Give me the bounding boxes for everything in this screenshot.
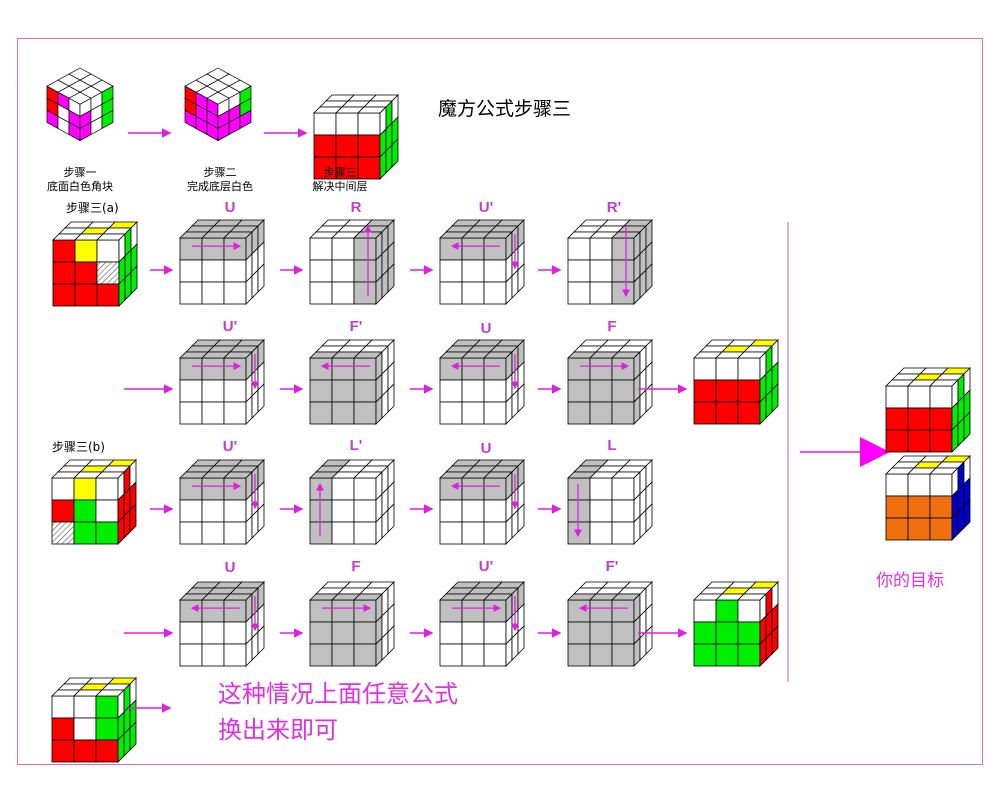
row1-cube-U — [179, 219, 265, 305]
row2-move-2: F' — [349, 318, 363, 335]
row4-move-2: F — [351, 558, 361, 575]
row4-move-3: U' — [478, 558, 494, 575]
row1-cube-Rprime — [567, 219, 653, 305]
goal-arrow-head — [860, 437, 890, 467]
row1-move-2: R — [350, 199, 362, 216]
row2-cube-Uprime — [179, 339, 265, 425]
case-a-label: 步骤三(a) — [66, 201, 119, 215]
row2-move-4: F — [607, 318, 617, 335]
step3-caption: 解决中间层 — [312, 180, 368, 193]
row4-cube-Fprime — [567, 581, 653, 667]
step2-caption: 完成底层白色 — [187, 180, 253, 193]
row4-cube-Uprime — [439, 581, 525, 667]
row4-move-1: U — [224, 559, 236, 576]
row3-cube-U — [439, 459, 525, 545]
goal-cube-orange — [885, 455, 971, 541]
step2-cube — [184, 67, 252, 142]
step1-title: 步骤一 — [63, 166, 97, 179]
row1-move-3: U' — [478, 199, 494, 216]
case-b-label: 步骤三(b) — [52, 440, 105, 454]
row3-cube-Uprime — [179, 459, 265, 545]
row1-cube-Uprime — [439, 219, 525, 305]
step3-cube — [313, 94, 399, 180]
diagram-frame — [17, 38, 983, 765]
row2-cube-Fprime — [309, 339, 395, 425]
step1-caption: 底面白色角块 — [47, 180, 113, 193]
row4-move-4: F' — [605, 558, 619, 575]
row3-move-4: L — [607, 437, 617, 454]
row2-result-cube — [693, 339, 779, 425]
step3-title: 步骤三 — [323, 166, 357, 179]
row2-move-3: U — [480, 320, 492, 337]
row3-cube-Lprime — [309, 459, 395, 545]
row3-move-3: U — [480, 440, 492, 457]
row3-move-1: U' — [222, 438, 238, 455]
row3-cube-L — [567, 459, 653, 545]
row3-move-2: L' — [349, 437, 363, 454]
note-text: 这种情况上面任意公式 换出来即可 — [218, 680, 458, 744]
note-cube — [51, 677, 137, 763]
row2-move-1: U' — [222, 318, 238, 335]
case-a-start-cube — [52, 221, 138, 307]
row4-cube-U — [179, 581, 265, 667]
row1-move-4: R' — [606, 199, 622, 216]
row1-cube-R — [309, 219, 395, 305]
page-title: 魔方公式步骤三 — [438, 98, 572, 120]
row1-move-1: U — [224, 199, 236, 216]
step1-cube — [46, 67, 114, 142]
row2-cube-F — [567, 339, 653, 425]
case-b-start-cube — [51, 459, 137, 545]
row4-result-cube — [693, 581, 779, 667]
row2-cube-U — [439, 339, 525, 425]
step2-title: 步骤二 — [203, 166, 237, 179]
row4-cube-F — [309, 581, 395, 667]
goal-cube-red — [885, 367, 971, 453]
goal-label: 你的目标 — [876, 571, 944, 591]
